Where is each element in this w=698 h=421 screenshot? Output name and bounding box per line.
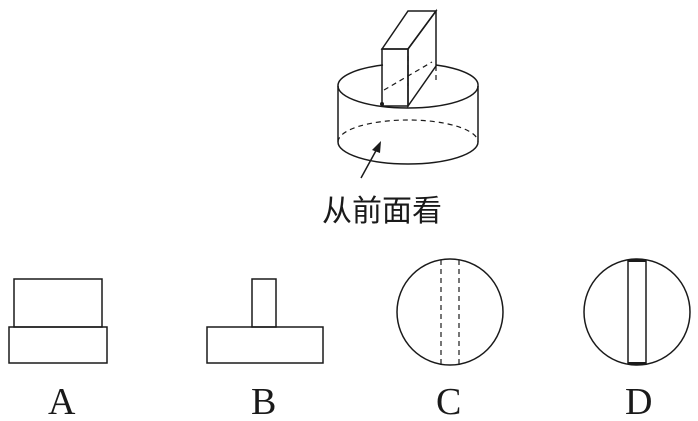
- prism-top-face: [380, 10, 438, 50]
- option-c-figure: [396, 258, 504, 366]
- view-arrow-head: [372, 141, 381, 153]
- option-a-label: A: [48, 381, 76, 421]
- view-arrow-shaft: [360, 146, 379, 179]
- option-d-strip-top-mark: [628, 259, 646, 262]
- cylinder-bottom-back-arc: [337, 119, 479, 143]
- prism-front-face: [381, 48, 409, 107]
- option-d-figure: [583, 258, 691, 366]
- option-c-label: C: [436, 381, 461, 421]
- prism-right-face: [407, 8, 437, 109]
- option-b-post-rect: [251, 278, 277, 328]
- option-a-figure: [8, 278, 108, 364]
- option-b-base-rect: [206, 326, 324, 364]
- option-b-figure: [206, 278, 324, 364]
- cylinder-top-front-arc: [337, 85, 479, 109]
- view-arrow: [360, 141, 381, 179]
- option-a-lower-rect: [8, 326, 108, 364]
- option-c-circle: [396, 258, 504, 366]
- cylinder-bottom-front-arc: [337, 141, 479, 165]
- view-caption: 从前面看: [322, 194, 442, 229]
- option-d-label: D: [625, 381, 652, 421]
- option-d-strip-bottom-mark: [628, 362, 646, 365]
- cylinder-top-back-arc-right: [435, 64, 479, 87]
- prism-base-dot: [380, 102, 384, 106]
- option-d-circle: [583, 258, 691, 366]
- option-b-label: B: [251, 381, 276, 421]
- cylinder-top-back-arc-left: [337, 64, 384, 87]
- solid-object: [337, 8, 479, 165]
- option-a-upper-rect: [13, 278, 103, 328]
- prism-hidden-diagonal: [383, 61, 433, 91]
